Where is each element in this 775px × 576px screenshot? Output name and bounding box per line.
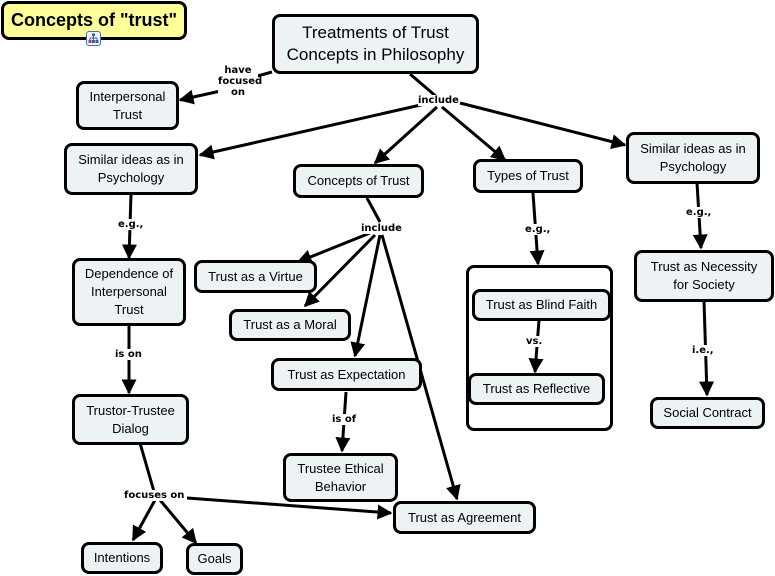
concept-intentions[interactable]: Intentions — [81, 542, 163, 574]
concept-trust-blind-faith[interactable]: Trust as Blind Faith — [472, 289, 611, 321]
link-label-eg-left: e.g., — [118, 219, 144, 230]
edge-include-to-concepts — [373, 105, 439, 165]
concept-root[interactable]: Treatments of Trust Concepts in Philosop… — [272, 14, 479, 74]
concept-trustor-trustee-dialog[interactable]: Trustor-Trustee Dialog — [72, 394, 189, 445]
concept-trust-virtue[interactable]: Trust as a Virtue — [194, 260, 317, 293]
concept-trust-reflective[interactable]: Trust as Reflective — [468, 373, 605, 405]
concept-similar-ideas-left[interactable]: Similar ideas as in Psychology — [64, 143, 198, 195]
concept-interpersonal-trust[interactable]: Interpersonal Trust — [76, 81, 179, 130]
edge-include-to-types — [441, 105, 507, 162]
concept-trust-necessity[interactable]: Trust as Necessity for Society — [634, 250, 774, 302]
concept-social-contract[interactable]: Social Contract — [650, 397, 765, 429]
edge-concepts-to-include — [365, 197, 382, 223]
link-label-eg-right: e.g., — [686, 207, 712, 218]
link-label-include-concepts: include — [361, 223, 402, 234]
concept-trust-agreement[interactable]: Trust as Agreement — [393, 501, 536, 534]
link-label-have-focused-on: have focused on — [218, 65, 263, 98]
concept-dependence-interpersonal[interactable]: Dependence of Interpersonal Trust — [72, 258, 186, 326]
concept-map-icon[interactable] — [86, 31, 101, 46]
edge-focuses-to-intentions — [131, 499, 157, 542]
edge-focuses-to-agreement — [186, 496, 393, 520]
link-label-ie: i.e., — [692, 345, 714, 356]
edge-include-to-moral — [303, 233, 377, 308]
link-label-is-on: is on — [115, 349, 142, 360]
link-label-is-of: is of — [332, 414, 357, 425]
edge-include-to-similar-right — [459, 101, 627, 149]
edge-include-to-expectation — [350, 234, 382, 358]
edge-root-to-include — [409, 72, 439, 100]
concept-trust-expectation[interactable]: Trust as Expectation — [271, 358, 422, 391]
edge-focused-to-interpersonal — [178, 88, 226, 105]
map-title-text: Concepts of "trust" — [10, 10, 178, 30]
edge-focuses-to-goals — [158, 499, 198, 545]
concept-concepts-of-trust[interactable]: Concepts of Trust — [293, 164, 424, 198]
concept-types-of-trust[interactable]: Types of Trust — [473, 159, 583, 193]
concept-trust-moral[interactable]: Trust as a Moral — [229, 309, 351, 341]
edge-include-to-virtue — [296, 231, 371, 264]
edge-include-to-similar-left — [198, 102, 426, 160]
hierarchy-icon — [88, 33, 99, 43]
concept-similar-ideas-right[interactable]: Similar ideas as in Psychology — [626, 132, 760, 184]
link-label-include-root: include — [418, 95, 459, 106]
edge-trustor-to-focuses — [138, 442, 157, 496]
link-label-vs: vs. — [526, 336, 543, 347]
trust-types-group — [466, 265, 613, 431]
concept-trustee-ethical-behavior[interactable]: Trustee Ethical Behavior — [283, 453, 398, 502]
link-label-eg-types: e.g., — [525, 224, 551, 235]
concept-goals[interactable]: Goals — [186, 543, 243, 575]
link-label-focuses-on: focuses on — [124, 490, 185, 501]
